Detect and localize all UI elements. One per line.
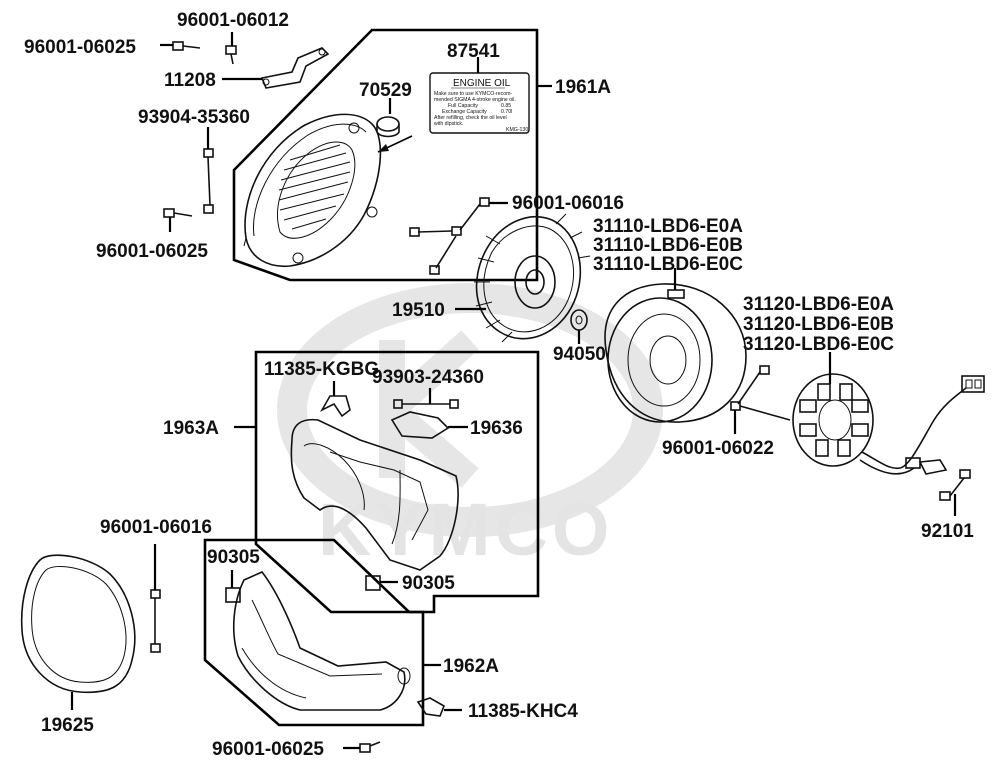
label-96001-06016-lower: 96001-06016: [100, 517, 212, 538]
decal-line4: Exchange Capacity: [442, 109, 487, 115]
screws-93903-drawing: [393, 399, 459, 409]
watermark-brand-text: KYMCO: [318, 488, 613, 571]
bolt-96001-06012-drawing: [225, 45, 237, 65]
frame-1961A: [232, 28, 539, 282]
label-90305-right: 90305: [402, 573, 455, 594]
bolt-92101-drawing: [939, 469, 971, 501]
decal-line3-value: 0.85: [501, 103, 511, 109]
label-31120-LBD6-E0A: 31120-LBD6-E0A: [743, 294, 894, 315]
clip-11385-KHC4-drawing: [416, 697, 446, 717]
label-11208: 11208: [164, 70, 216, 91]
label-11385-KGBG: 11385-KGBG: [264, 359, 379, 380]
bolt-96001-06025-mid-drawing: [163, 208, 193, 218]
label-11385-KHC4: 11385-KHC4: [468, 701, 578, 722]
label-96001-06022: 96001-06022: [662, 438, 774, 459]
label-70529: 70529: [359, 80, 412, 101]
label-19625: 19625: [41, 715, 94, 736]
clip-11385-KGBG-drawing: [319, 395, 351, 418]
bolts-93904-drawing: [203, 148, 214, 214]
bracket-11208-drawing: [260, 47, 330, 89]
label-96001-06025-top: 96001-06025: [24, 37, 136, 58]
oil-plug-70529-drawing: [376, 116, 400, 138]
shroud-1963A-drawing: [290, 418, 459, 591]
stator-31120-drawing: [792, 373, 985, 475]
label-1963A: 1963A: [163, 418, 219, 439]
bolts-96001-06016-drawing: [409, 197, 490, 275]
label-96001-06025-bottom: 96001-06025: [212, 739, 324, 760]
arrow-head: [378, 144, 389, 152]
label-92101: 92101: [921, 521, 974, 542]
decal-line1: Make sure to use KYMCO-recom-: [434, 91, 512, 97]
label-93903-24360: 93903-24360: [372, 367, 484, 388]
frame-1963A: [254, 350, 540, 614]
decal-title: ENGINE OIL: [453, 78, 511, 89]
label-31110-LBD6-E0C: 31110-LBD6-E0C: [593, 254, 743, 275]
label-1961A: 1961A: [555, 77, 611, 98]
label-90305-left: 90305: [207, 547, 260, 568]
label-19510: 19510: [392, 300, 445, 321]
decal-line3: Full Capacity: [448, 103, 478, 109]
bolt-96001-06025-top-drawing: [172, 41, 201, 51]
label-31110-LBD6-E0B: 31110-LBD6-E0B: [593, 235, 743, 256]
label-96001-06012: 96001-06012: [177, 10, 289, 31]
fan-cover-drawing: [243, 113, 382, 267]
kymco-watermark: KYMCO: [277, 283, 663, 571]
label-96001-06025-mid: 96001-06025: [96, 241, 208, 262]
gasket-19625-drawing: [20, 554, 136, 694]
label-96001-06016-top: 96001-06016: [512, 193, 624, 214]
decal-line2: mended SIGMA 4-stroke engine oil.: [434, 97, 516, 103]
bolt-96001-06025-bottom-drawing: [359, 741, 381, 753]
label-94050: 94050: [553, 344, 606, 365]
bolts-96001-06016-lower-drawing: [150, 589, 161, 653]
label-87541: 87541: [447, 41, 500, 62]
label-31120-LBD6-E0C: 31120-LBD6-E0C: [743, 334, 894, 355]
shroud-1962A-drawing: [232, 571, 411, 711]
label-1962A: 1962A: [443, 656, 499, 677]
decal-line4-value: 0.70l: [501, 109, 512, 115]
label-31120-LBD6-E0B: 31120-LBD6-E0B: [743, 314, 894, 335]
engine-oil-decal: ENGINE OIL Make sure to use KYMCO-recom-…: [429, 72, 530, 134]
frame-1962A: [203, 538, 425, 727]
decal-line6: with dipstick.: [434, 121, 463, 127]
fan-19510-drawing: [474, 213, 591, 343]
label-93904-35360: 93904-35360: [138, 107, 250, 128]
label-19636: 19636: [470, 418, 523, 439]
label-31110-LBD6-E0A: 31110-LBD6-E0A: [593, 216, 743, 237]
decal-line5: After refilling, check the oil level: [434, 115, 507, 121]
bolts-96001-06022-drawing: [730, 365, 791, 421]
decal-code: KMG-130: [506, 127, 528, 133]
